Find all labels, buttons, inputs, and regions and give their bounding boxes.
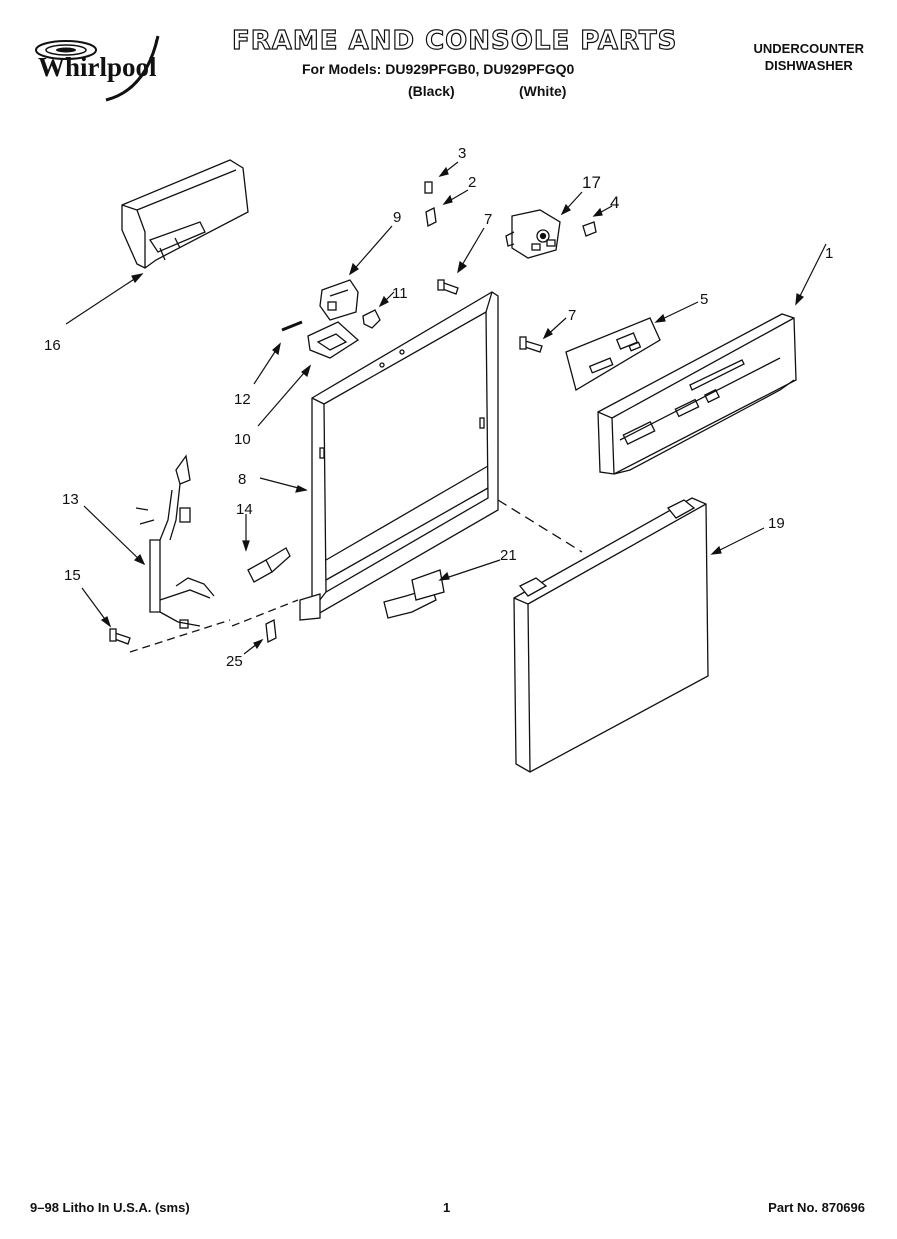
product-type: UNDERCOUNTER DISHWASHER — [754, 40, 865, 74]
callout-7-upper: 7 — [484, 211, 492, 228]
part-1-console — [597, 313, 797, 475]
brand-name: Whirlpool — [38, 52, 157, 82]
callout-2: 2 — [468, 174, 476, 191]
footer-print-info: 9–98 Litho In U.S.A. (sms) — [30, 1200, 190, 1215]
part-8-frame — [299, 291, 499, 621]
part-21-bracket — [383, 569, 445, 619]
part-9-bracket — [319, 279, 359, 321]
leader-line-15 — [129, 619, 231, 653]
part-5-control-panel — [565, 317, 661, 391]
callout-3: 3 — [458, 145, 466, 162]
callout-25: 25 — [226, 653, 243, 670]
part-25-clip — [265, 619, 277, 643]
callout-15: 15 — [64, 567, 81, 584]
callout-16: 16 — [44, 337, 61, 354]
part-14-connector — [247, 547, 291, 583]
callout-21: 21 — [500, 547, 517, 564]
callout-5: 5 — [700, 291, 708, 308]
part-2-bracket — [425, 207, 437, 227]
page-title: FRAME AND CONSOLE PARTS — [231, 25, 678, 56]
product-line-2: DISHWASHER — [764, 58, 853, 73]
callout-19: 19 — [768, 515, 785, 532]
part-11-latch — [362, 309, 381, 329]
models-line: For Models: DU929PFGB0, DU929PFGQ0 — [302, 61, 575, 77]
callout-9: 9 — [393, 209, 401, 226]
part-16-shield — [121, 159, 249, 269]
callout-4: 4 — [610, 193, 619, 212]
callout-14: 14 — [236, 501, 253, 518]
part-3-clip — [424, 181, 433, 194]
alignment-line-frame-door — [497, 499, 583, 553]
footer-part-number: Part No. 870696 — [768, 1200, 865, 1215]
part-10-housing — [307, 321, 360, 359]
callout-8: 8 — [238, 471, 246, 488]
alignment-line-harness-frame — [231, 599, 299, 627]
callout-17: 17 — [582, 173, 601, 192]
callout-13: 13 — [62, 491, 79, 508]
part-7-screw-upper — [437, 279, 459, 295]
logo-swirl-icon — [35, 35, 160, 102]
leader-lines — [65, 161, 827, 655]
part-12-pin — [281, 320, 303, 332]
callout-1: 1 — [825, 245, 833, 262]
callout-labels: 3 2 17 4 9 7 1 11 16 12 7 5 10 8 13 14 2… — [44, 145, 833, 670]
part-19-door-panel — [513, 497, 709, 773]
whirlpool-logo: Whirlpool — [26, 30, 186, 110]
part-13-wire-harness — [135, 454, 215, 629]
part-15-screw — [109, 628, 131, 645]
callout-10: 10 — [234, 431, 251, 448]
product-line-1: UNDERCOUNTER — [753, 41, 865, 56]
variant-white: (White) — [519, 83, 567, 99]
variant-black: (Black) — [408, 83, 455, 99]
callout-11: 11 — [392, 285, 408, 302]
part-4-clip — [582, 221, 597, 237]
callout-12: 12 — [234, 391, 251, 408]
part-7-screw-lower — [519, 336, 543, 353]
callout-7-lower: 7 — [568, 307, 576, 324]
part-17-switch — [505, 209, 561, 259]
footer-page-number: 1 — [443, 1200, 451, 1215]
